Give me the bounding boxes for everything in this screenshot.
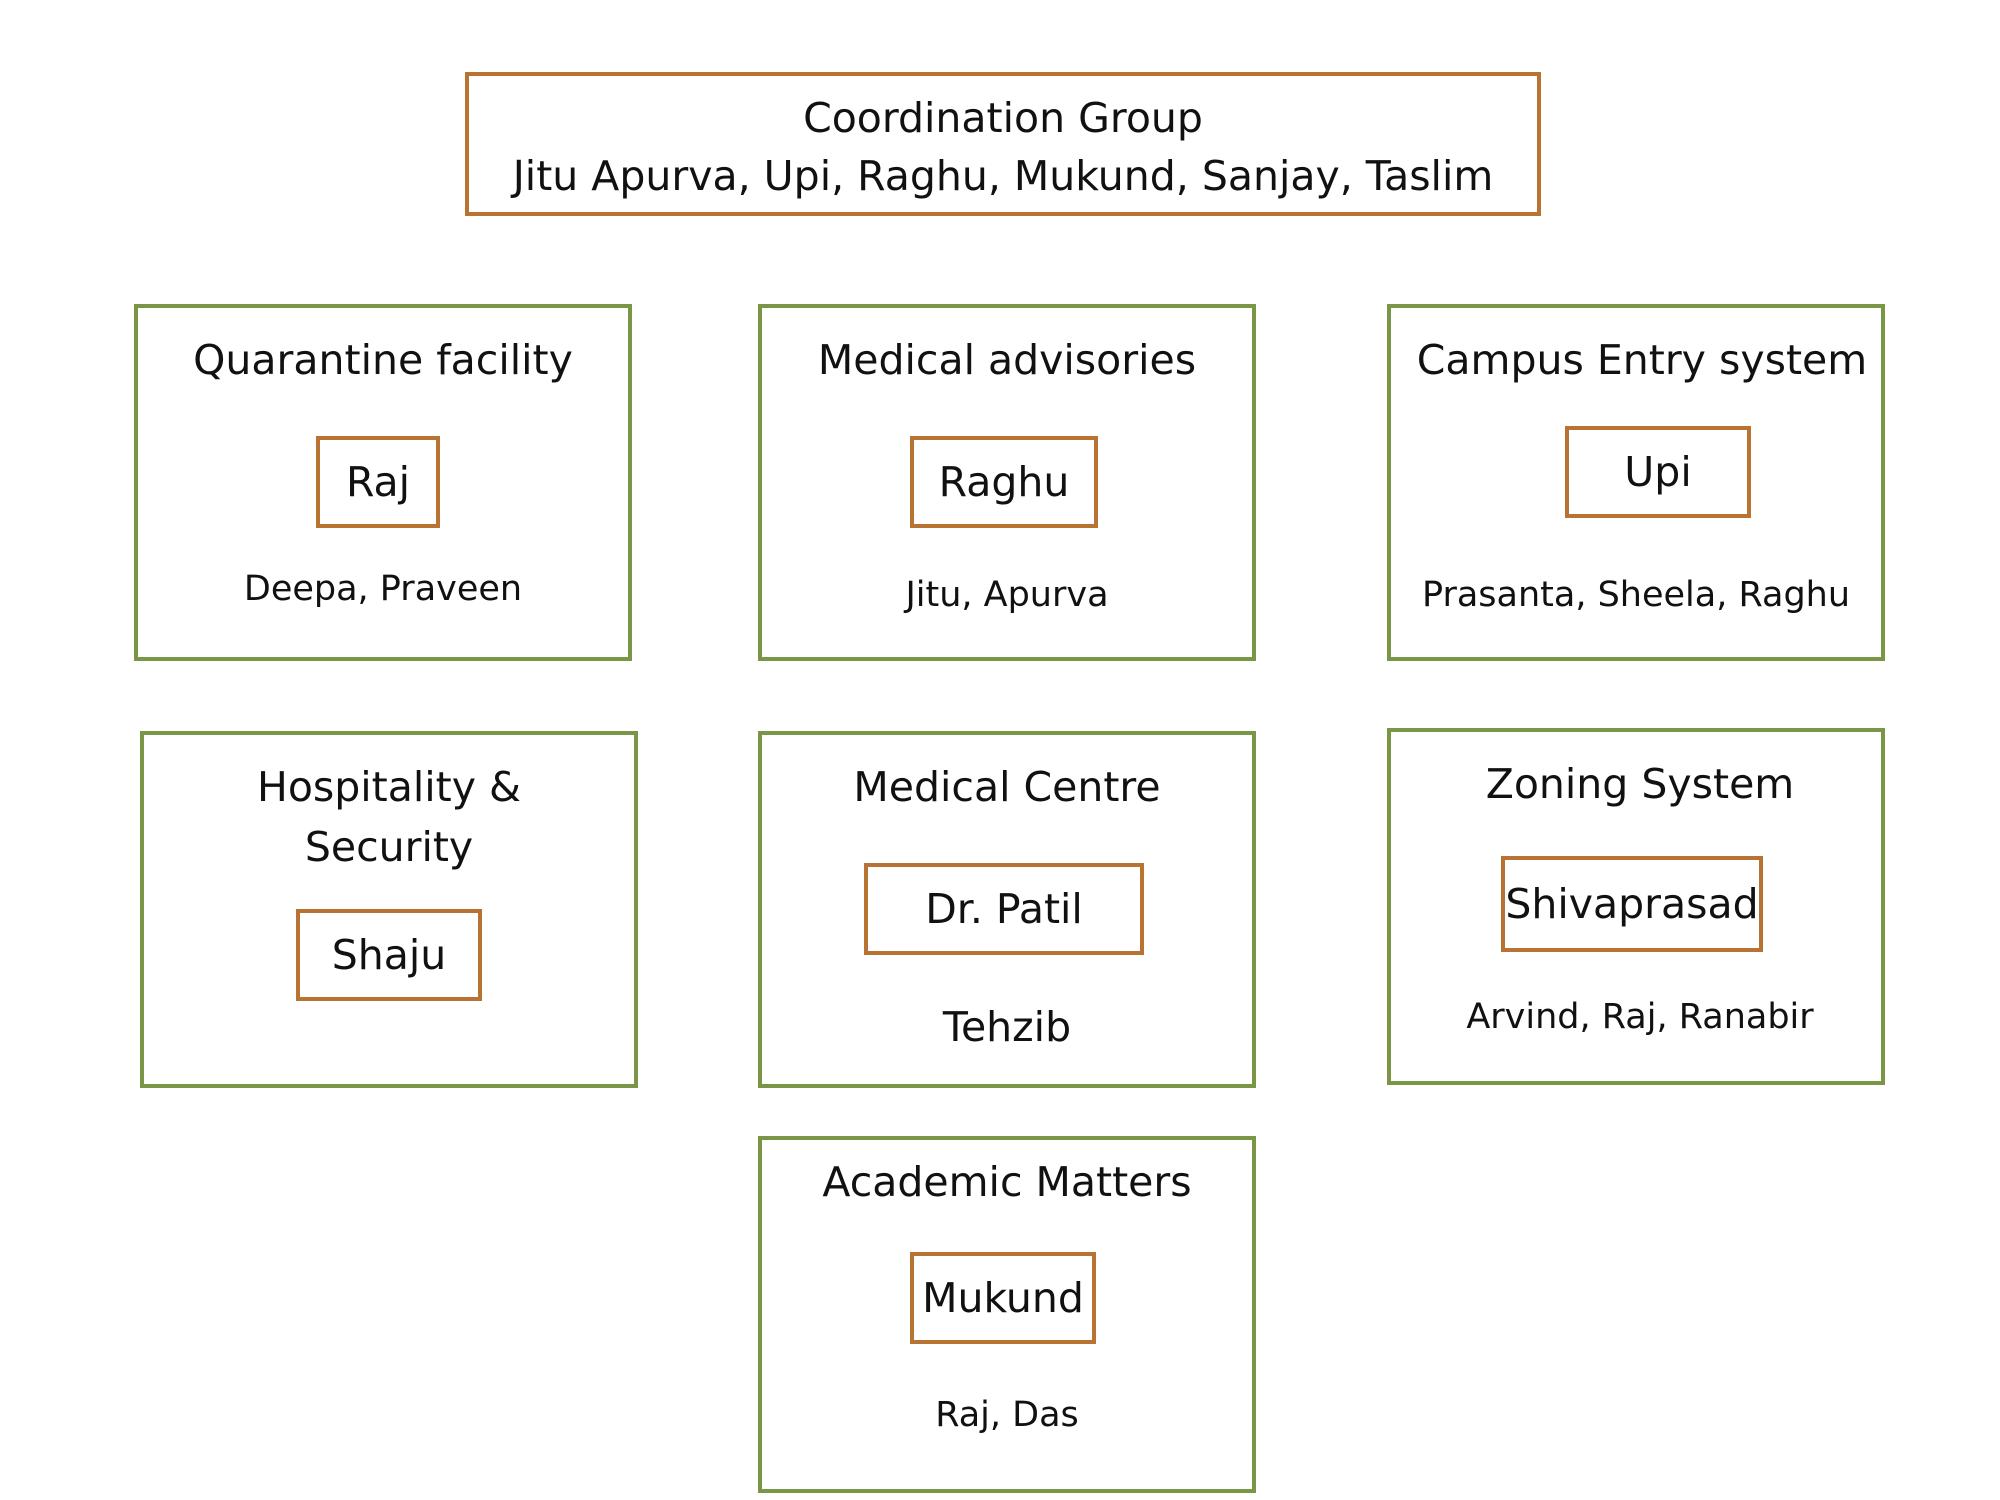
group-title-line-1: Hospitality & [256,763,522,811]
group-lead-box: Shaju [296,909,482,1001]
group-lead-name: Raj [345,458,411,506]
group-lead-box: Upi [1565,426,1751,518]
group-lead-box: Raj [316,436,440,528]
coordination-group-members: Jitu Apurva, Upi, Raghu, Mukund, Sanjay,… [512,152,1494,200]
group-lead-box: Raghu [910,436,1098,528]
group-hospitality-security: Hospitality & Security Shaju [140,731,638,1088]
group-lead-name: Dr. Patil [925,885,1083,933]
group-members: Deepa, Praveen [243,569,523,609]
group-lead-box: Dr. Patil [864,863,1144,955]
group-quarantine-facility: Quarantine facility Raj Deepa, Praveen [134,304,632,661]
group-zoning-system: Zoning System Shivaprasad Arvind, Raj, R… [1387,728,1885,1085]
group-campus-entry-system: Campus Entry system Upi Prasanta, Sheela… [1387,304,1885,661]
group-title: Academic Matters [822,1158,1192,1206]
group-members: Prasanta, Sheela, Raghu [1421,575,1851,615]
group-title: Zoning System [1485,760,1795,808]
group-lead-name: Raghu [938,458,1070,506]
group-members: Raj, Das [935,1395,1079,1435]
coordination-group-title: Coordination Group [803,94,1203,142]
group-members: Arvind, Raj, Ranabir [1466,997,1814,1037]
group-lead-box: Mukund [910,1252,1096,1344]
group-lead-name: Upi [1624,448,1692,496]
group-academic-matters: Academic Matters Mukund Raj, Das [758,1136,1256,1493]
group-title: Medical Centre [853,763,1161,811]
group-medical-centre: Medical Centre Dr. Patil Tehzib [758,731,1256,1088]
group-lead-box: Shivaprasad [1501,856,1763,952]
coordination-group-box: Coordination Group Jitu Apurva, Upi, Rag… [465,72,1541,216]
group-lead-name: Mukund [922,1274,1084,1322]
group-title-line-2: Security [304,823,474,871]
group-members: Tehzib [942,1003,1072,1051]
group-title: Campus Entry system [1416,336,1868,384]
group-lead-name: Shaju [331,931,447,979]
group-lead-name: Shivaprasad [1505,880,1759,928]
group-title: Medical advisories [817,336,1197,384]
group-members: Jitu, Apurva [905,575,1109,615]
group-title: Quarantine facility [193,336,573,384]
group-medical-advisories: Medical advisories Raghu Jitu, Apurva [758,304,1256,661]
